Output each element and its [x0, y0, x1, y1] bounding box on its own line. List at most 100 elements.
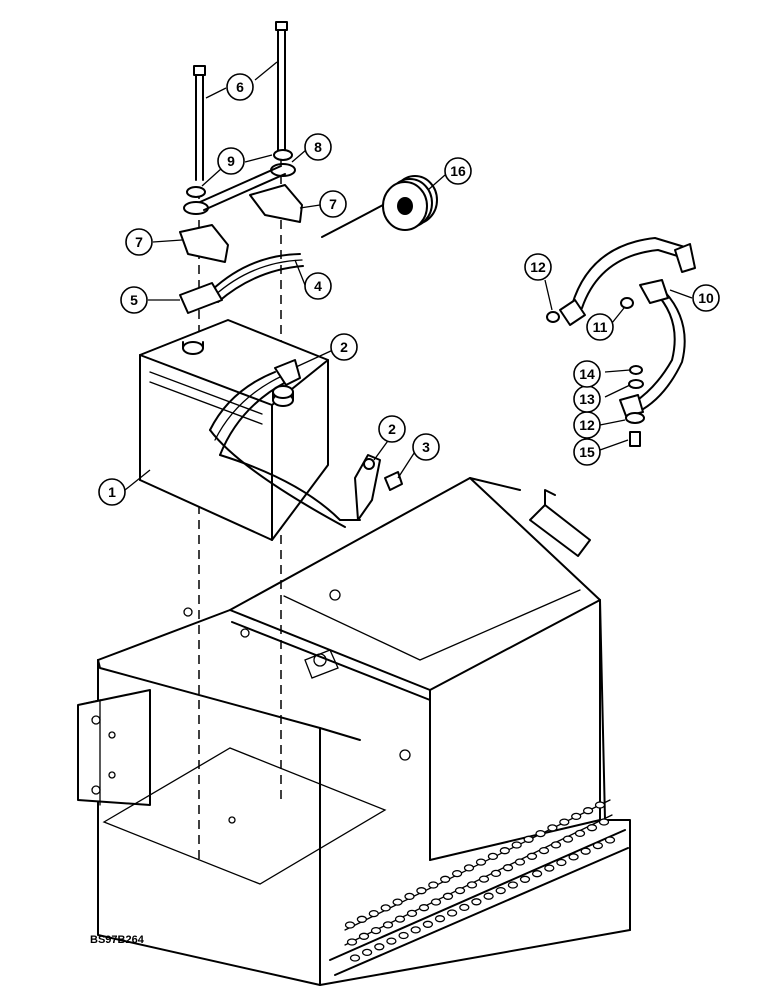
callout-bubble: 16	[444, 157, 472, 185]
step-slot	[370, 926, 382, 935]
svg-text:13: 13	[579, 391, 595, 407]
step-slot	[507, 881, 519, 889]
step-slot	[380, 904, 391, 912]
step-slot	[440, 875, 451, 883]
step-slot	[418, 904, 430, 912]
callout-bubble: 3	[412, 433, 440, 461]
hardware-top	[179, 149, 303, 263]
svg-text:3: 3	[422, 439, 430, 455]
svg-text:15: 15	[579, 444, 595, 460]
svg-text:9: 9	[227, 153, 235, 169]
callout-bubble: 1	[98, 478, 126, 506]
callout-bubble: 14	[573, 360, 601, 388]
step-slot	[514, 858, 526, 866]
step-slot	[495, 886, 506, 895]
step-slot	[454, 886, 466, 895]
step-slot	[568, 853, 579, 861]
callout-bubble: 11	[586, 313, 614, 341]
positive-cable	[179, 253, 304, 314]
step-slot	[538, 846, 550, 855]
svg-text:14: 14	[579, 366, 595, 382]
callout-bubble: 13	[573, 385, 601, 413]
step-rail-slots	[344, 801, 616, 962]
step-slot	[571, 812, 582, 821]
step-slot	[358, 932, 370, 940]
step-slot	[531, 870, 543, 878]
svg-text:2: 2	[388, 421, 396, 437]
step-slot	[344, 921, 356, 929]
step-slot	[535, 829, 546, 838]
svg-text:4: 4	[314, 278, 322, 294]
step-slot	[559, 818, 570, 826]
step-slot	[544, 864, 555, 872]
step-slot	[406, 909, 418, 918]
grommet	[321, 175, 438, 238]
callout-bubble: 2	[330, 333, 358, 361]
step-slot	[398, 931, 409, 940]
callout-bubble: 6	[226, 73, 254, 101]
callout-bubble: 10	[692, 284, 720, 312]
step-slot	[382, 921, 394, 929]
step-slot	[604, 836, 616, 844]
step-slot	[466, 881, 478, 889]
svg-text:12: 12	[530, 259, 546, 275]
step-slot	[502, 864, 514, 872]
step-slot	[526, 852, 538, 860]
step-slot	[580, 847, 591, 855]
step-slot	[483, 892, 494, 900]
ground-strap	[209, 359, 403, 528]
step-slot	[451, 869, 463, 878]
step-slot	[446, 909, 458, 917]
step-slot	[422, 920, 434, 928]
step-slot	[523, 835, 534, 843]
step-slot	[459, 903, 470, 912]
step-slot	[349, 954, 361, 962]
step-slot	[430, 898, 442, 906]
battery-tray	[77, 477, 631, 986]
svg-text:2: 2	[340, 339, 348, 355]
step-slot	[499, 847, 510, 855]
step-slot	[490, 869, 502, 878]
step-slot	[475, 858, 487, 866]
step-slot	[463, 864, 475, 872]
callout-bubble: 8	[304, 133, 332, 161]
svg-text:7: 7	[135, 234, 143, 250]
svg-text:11: 11	[593, 319, 608, 335]
step-slot	[547, 824, 558, 832]
step-slot	[478, 875, 490, 883]
svg-text:6: 6	[236, 79, 244, 95]
callout-bubble: 9	[217, 147, 245, 175]
step-slot	[416, 887, 427, 895]
callout-bubble: 12	[524, 253, 552, 281]
step-slot	[598, 818, 610, 826]
callout-bubble: 12	[573, 411, 601, 439]
step-slot	[556, 858, 567, 867]
braided-cable	[546, 237, 696, 447]
step-slot	[594, 801, 606, 809]
callout-bubble: 5	[120, 286, 148, 314]
step-slot	[562, 835, 574, 843]
callout-bubble: 7	[125, 228, 153, 256]
step-slot	[410, 926, 421, 934]
step-slot	[487, 852, 499, 861]
step-slot	[592, 841, 604, 850]
svg-text:7: 7	[329, 196, 337, 212]
step-slot	[519, 875, 531, 883]
figure-code: BS97B264	[90, 934, 145, 946]
step-slot	[394, 915, 406, 923]
svg-text:8: 8	[314, 139, 322, 155]
svg-text:5: 5	[130, 292, 138, 308]
callout-bubble: 4	[304, 272, 332, 300]
step-slot	[574, 829, 586, 838]
step-slot	[442, 892, 454, 900]
step-slot	[471, 898, 482, 906]
step-slot	[404, 892, 415, 901]
callout-bubble: 7	[319, 190, 347, 218]
step-slot	[386, 937, 397, 945]
step-slot	[368, 909, 379, 918]
step-slot	[582, 807, 594, 815]
step-slot	[374, 943, 385, 951]
svg-text:10: 10	[698, 290, 714, 306]
callout-bubble: 2	[378, 415, 406, 443]
